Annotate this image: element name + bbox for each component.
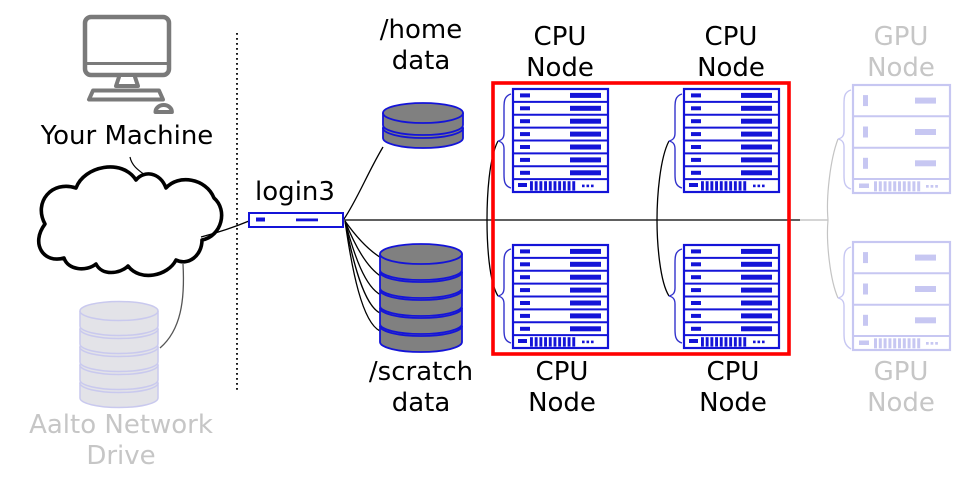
cpu-branch-lines: [486, 140, 670, 297]
gpu-node-icon: [851, 83, 952, 195]
home-database-icon: [382, 102, 464, 149]
scratch-database-icon: [379, 243, 463, 353]
cloud-to-login-line: [200, 220, 250, 238]
gpu-branch-lines: [826, 138, 839, 299]
keyboard-icon: [87, 88, 165, 102]
gpu-node-icon: [851, 240, 952, 352]
login-node-icon: [248, 212, 344, 228]
cloud-to-drive-line: [159, 263, 185, 349]
cpu-node-icon: [511, 87, 610, 194]
gpu-brace: [837, 89, 852, 350]
cpu-node-icon: [511, 243, 610, 350]
cpu-node-icon: [682, 87, 781, 194]
cpu-highlight-box: [491, 81, 791, 356]
monitor-icon: [82, 14, 172, 78]
login-to-scratch-lines: [344, 220, 384, 332]
your-machine-icon: [82, 14, 174, 114]
network-cloud-shape: [37, 165, 224, 278]
login-to-home-line: [343, 146, 384, 220]
mouse-icon: [153, 103, 174, 114]
monitor-stand-icon: [114, 75, 140, 88]
cpu-brace: [497, 93, 683, 344]
cpu-node-icon: [682, 243, 781, 350]
aalto-drive-icon: [79, 300, 159, 409]
